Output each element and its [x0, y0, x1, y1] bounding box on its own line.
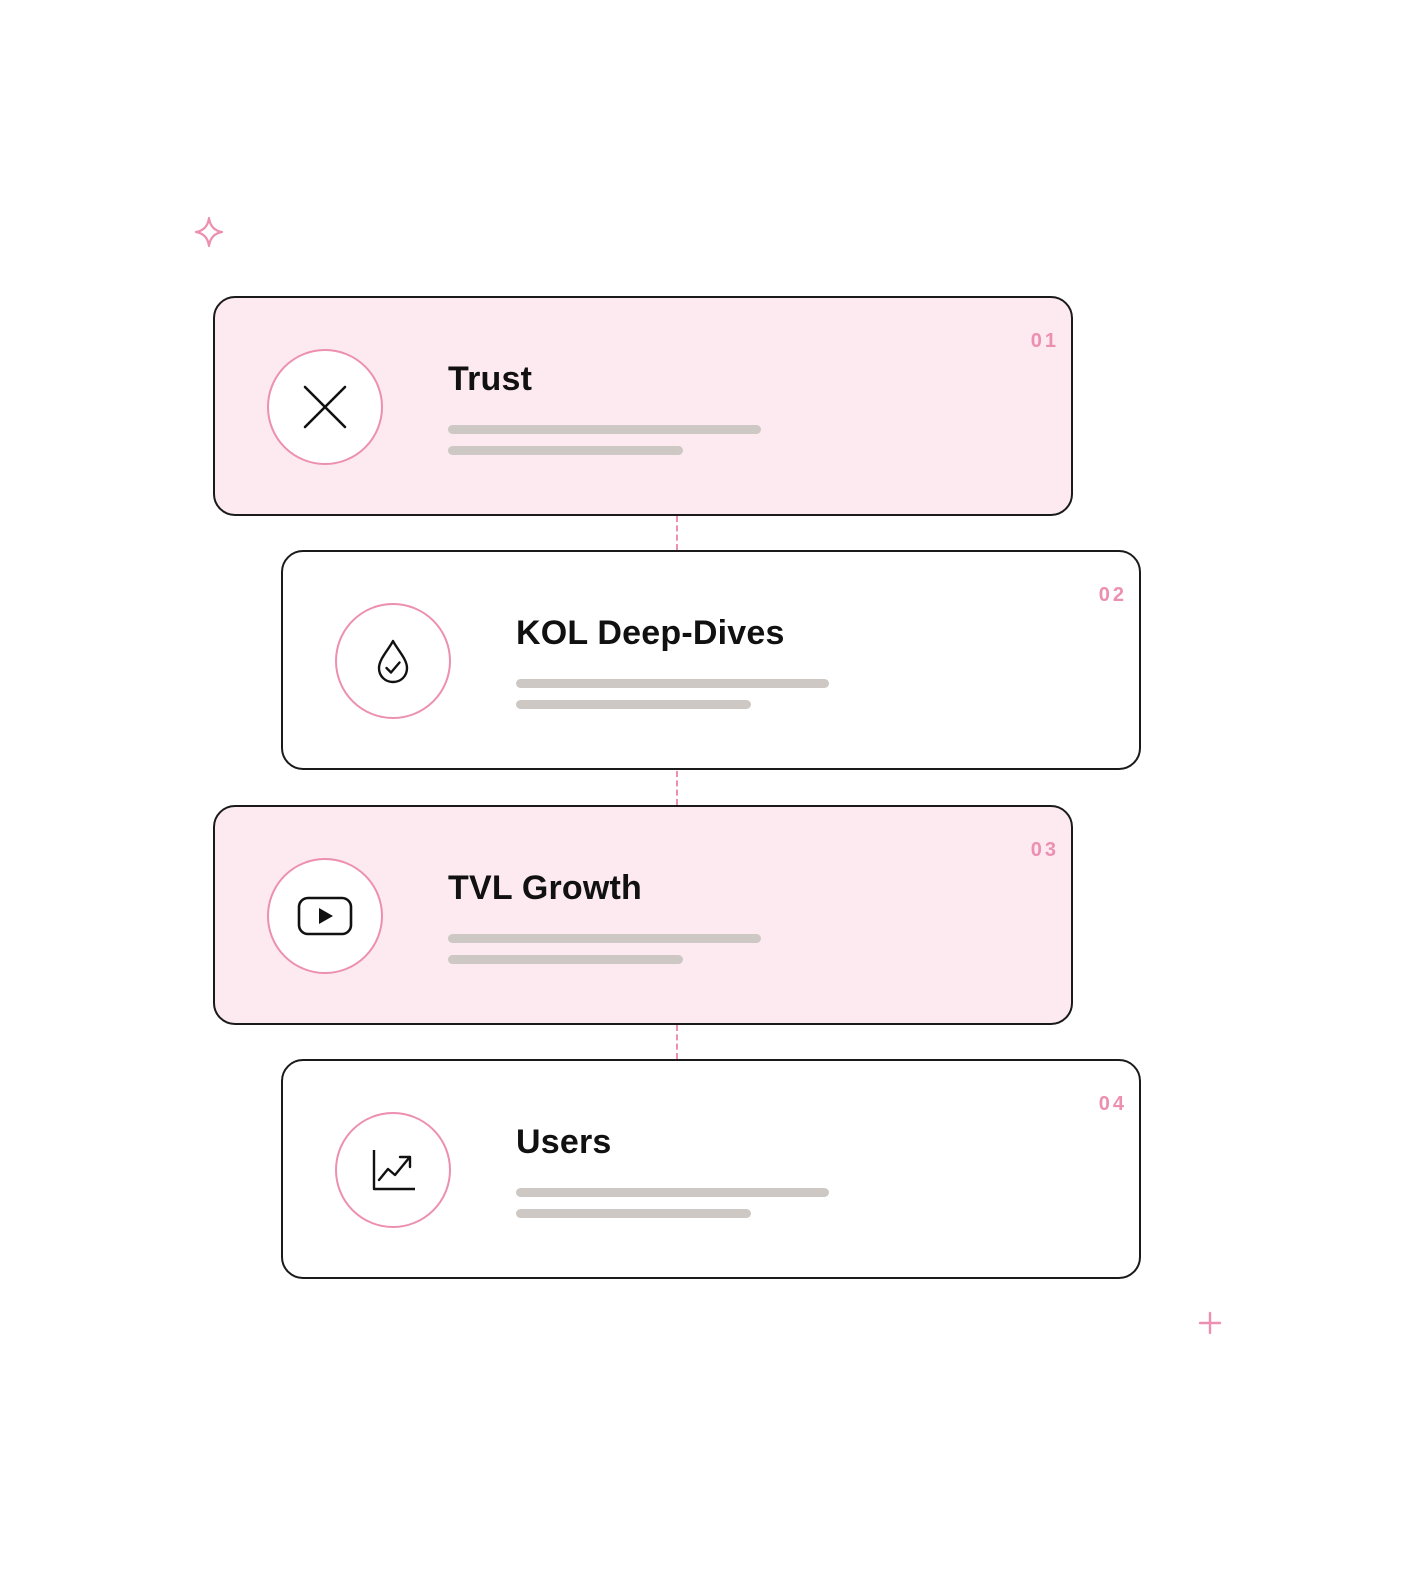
step-icon-circle	[335, 603, 451, 719]
placeholder-line	[448, 955, 683, 964]
step-number: 03	[1030, 839, 1059, 861]
placeholder-line	[448, 425, 761, 434]
sparkle-icon	[194, 216, 224, 248]
step-card-trust: Trust 01	[213, 296, 1073, 516]
play-button-icon	[297, 896, 353, 936]
placeholder-line	[448, 934, 761, 943]
step-title: KOL Deep-Dives	[516, 614, 785, 652]
placeholder-line	[516, 1188, 829, 1197]
step-card-tvl-growth: TVL Growth 03	[213, 805, 1073, 1025]
close-x-icon	[303, 385, 347, 429]
step-icon-circle	[267, 858, 383, 974]
step-title: TVL Growth	[448, 869, 643, 907]
placeholder-line	[516, 700, 751, 709]
step-icon-circle	[267, 349, 383, 465]
connector-line	[676, 516, 678, 550]
step-number: 01	[1030, 330, 1059, 352]
connector-line	[676, 1025, 678, 1059]
placeholder-line	[516, 1209, 751, 1218]
step-icon-circle	[335, 1112, 451, 1228]
connector-line	[676, 771, 678, 805]
step-number: 02	[1098, 584, 1127, 606]
growth-chart-icon	[372, 1150, 415, 1191]
placeholder-line	[448, 446, 683, 455]
step-card-kol-deep-dives: KOL Deep-Dives 02	[281, 550, 1141, 770]
placeholder-line	[516, 679, 829, 688]
step-card-users: Users 04	[281, 1059, 1141, 1279]
drop-check-icon	[377, 639, 409, 684]
plus-icon	[1198, 1311, 1222, 1335]
step-number: 04	[1098, 1093, 1127, 1115]
step-title: Users	[516, 1123, 612, 1161]
step-title: Trust	[448, 360, 533, 398]
